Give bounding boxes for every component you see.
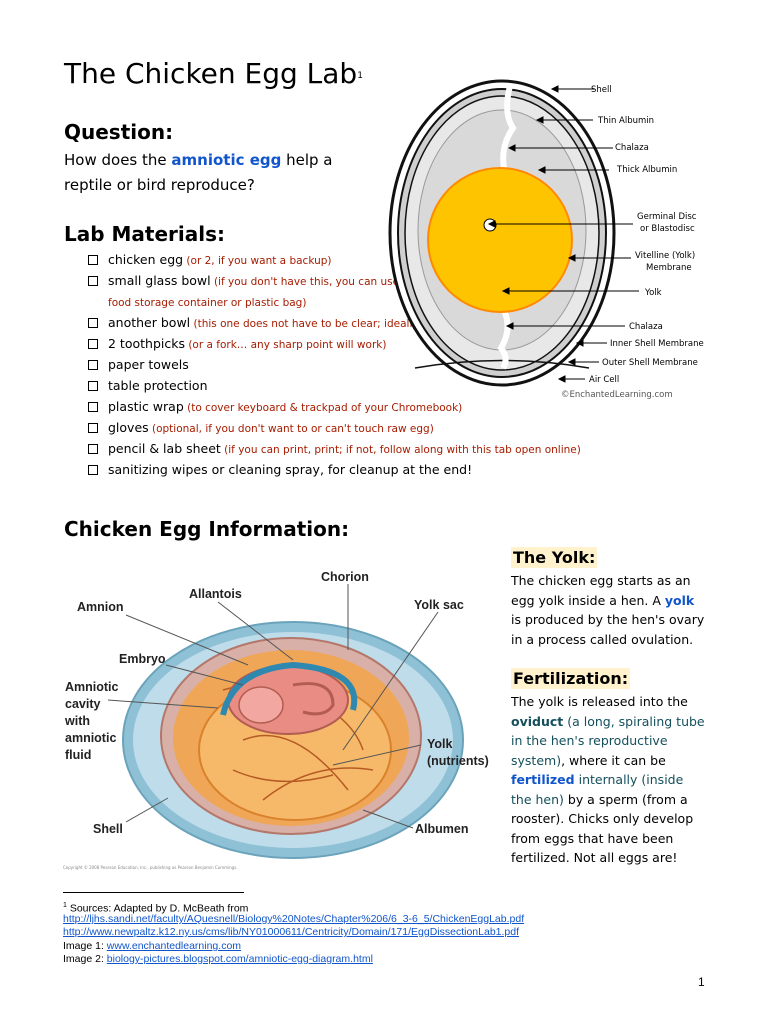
materials-item-note: (or 2, if you want a backup): [183, 255, 332, 267]
egg-credit: ©EnchantedLearning.com: [561, 390, 673, 400]
amniotic-label-cavity-3: with: [64, 714, 90, 728]
amniotic-label-chorion: Chorion: [321, 570, 369, 584]
materials-item-text: sanitizing wipes or cleaning spray, for …: [108, 462, 473, 477]
footnote-image1: Image 1: www.enchantedlearning.com: [63, 940, 242, 952]
materials-item: chicken egg (or 2, if you want a backup): [88, 250, 608, 271]
checkbox-icon: [88, 381, 98, 391]
amniotic-label-albumen: Albumen: [415, 822, 468, 836]
checkbox-icon: [88, 276, 98, 286]
footnote-sources: 1 Sources: Adapted by D. McBeath from: [63, 902, 249, 915]
egg-label-germinal-2: or Blastodisc: [640, 224, 695, 234]
egg-label-vitelline-2: Membrane: [646, 263, 692, 273]
amniotic-egg-diagram: Chorion Allantois Amnion Yolk sac Embryo…: [63, 570, 489, 870]
egg-label-yolk: Yolk: [644, 288, 662, 298]
question-heading: Question:: [64, 120, 174, 144]
footnote-image2: Image 2: biology-pictures.blogspot.com/a…: [63, 953, 373, 965]
checkbox-icon: [88, 402, 98, 412]
amniotic-label-cavity-1: Amniotic: [65, 680, 119, 694]
materials-list: chicken egg (or 2, if you want a backup)…: [88, 250, 608, 481]
materials-item-text: plastic wrap: [108, 399, 184, 414]
materials-item-note: (if you can print, print; if not, follow…: [220, 444, 581, 456]
amniotic-egg-shape: [122, 621, 464, 859]
yolk-paragraph: The chicken egg starts as an egg yolk in…: [511, 573, 705, 647]
amniotic-label-yolk-2: (nutrients): [427, 754, 489, 768]
materials-item: 2 toothpicks (or a fork… any sharp point…: [88, 334, 608, 355]
title-footnote-mark: 1: [357, 71, 363, 81]
amniotic-label-yolk-sac: Yolk sac: [414, 598, 464, 612]
checkbox-icon: [88, 465, 98, 475]
egg-shape: [388, 79, 616, 387]
fertilization-heading: Fertilization:: [511, 668, 631, 689]
amniotic-label-cavity-4: amniotic: [65, 731, 116, 745]
amniotic-label-cavity-2: cavity: [65, 697, 100, 711]
materials-item: table protection: [88, 376, 608, 397]
amniotic-egg-highlight: amniotic egg: [171, 151, 282, 169]
yolk-highlight: yolk: [664, 592, 695, 608]
footnote-divider: [63, 892, 244, 893]
egg-label-chalaza-top: Chalaza: [615, 143, 649, 153]
question-text: How does the amniotic egg help a reptile…: [64, 151, 333, 194]
amniotic-copyright: Copyright © 2008 Pearson Education, Inc.…: [63, 865, 238, 870]
checkbox-icon: [88, 360, 98, 370]
materials-item-text: another bowl: [108, 315, 191, 330]
checkbox-icon: [88, 255, 98, 265]
egg-label-air-cell: Air Cell: [589, 375, 619, 385]
checkbox-icon: [88, 423, 98, 433]
materials-item-text: chicken egg: [108, 252, 184, 267]
amniotic-label-embryo: Embryo: [119, 652, 166, 666]
materials-item-text: small glass bowl: [108, 273, 211, 288]
egg-label-chalaza-bottom: Chalaza: [629, 322, 663, 332]
materials-item: gloves (optional, if you don't want to o…: [88, 418, 608, 439]
materials-item: pencil & lab sheet (if you can print, pr…: [88, 439, 608, 460]
egg-label-shell: Shell: [591, 85, 612, 95]
page-title: The Chicken Egg Lab1: [64, 57, 363, 90]
egg-label-inner-membrane: Inner Shell Membrane: [610, 339, 704, 349]
oviduct-highlight: oviduct: [511, 713, 564, 729]
materials-item: paper towels: [88, 355, 608, 376]
checkbox-icon: [88, 444, 98, 454]
egg-label-germinal-1: Germinal Disc: [637, 212, 697, 222]
materials-item-note: (to cover keyboard & trackpad of your Ch…: [183, 402, 463, 414]
materials-item-text: 2 toothpicks: [108, 336, 185, 351]
materials-heading: Lab Materials:: [64, 222, 226, 246]
amniotic-label-yolk-1: Yolk: [427, 737, 453, 751]
egg-label-vitelline-1: Vitelline (Yolk): [635, 251, 695, 261]
amniotic-label-allantois: Allantois: [189, 587, 242, 601]
image2-link[interactable]: biology-pictures.blogspot.com/amniotic-e…: [106, 953, 373, 965]
yolk-heading: The Yolk:: [511, 547, 598, 568]
materials-item: plastic wrap (to cover keyboard & trackp…: [88, 397, 608, 418]
materials-item-text: pencil & lab sheet: [108, 441, 221, 456]
materials-item: sanitizing wipes or cleaning spray, for …: [88, 460, 608, 481]
fertilized-highlight: fertilized: [511, 772, 575, 787]
footnote-link-1[interactable]: http://ljhs.sandi.net/faculty/AQuesnell/…: [63, 913, 525, 925]
materials-item-note: (optional, if you don't want to or can't…: [148, 423, 434, 435]
materials-item-note: (or a fork… any sharp point will work): [184, 339, 387, 351]
materials-item-text: paper towels: [108, 357, 189, 372]
amniotic-label-amnion: Amnion: [77, 600, 124, 614]
amniotic-label-shell: Shell: [93, 822, 123, 836]
checkbox-icon: [88, 318, 98, 328]
page-number: 1: [698, 975, 705, 989]
materials-item-text: gloves: [108, 420, 149, 435]
egg-label-thin-albumin: Thin Albumin: [597, 116, 654, 126]
egg-label-outer-membrane: Outer Shell Membrane: [602, 358, 698, 368]
egg-anatomy-diagram: Shell Thin Albumin Chalaza Thick Albumin…: [388, 79, 704, 400]
fertilization-paragraph: The yolk is released into the oviduct (a…: [511, 694, 705, 865]
footnote-link-2[interactable]: http://www.newpaltz.k12.ny.us/cms/lib/NY…: [63, 926, 520, 938]
egg-label-thick-albumin: Thick Albumin: [616, 165, 677, 175]
info-heading: Chicken Egg Information:: [64, 517, 350, 541]
materials-item-text: table protection: [108, 378, 208, 393]
checkbox-icon: [88, 339, 98, 349]
image1-link[interactable]: www.enchantedlearning.com: [106, 940, 242, 952]
amniotic-label-cavity-5: fluid: [65, 748, 91, 762]
